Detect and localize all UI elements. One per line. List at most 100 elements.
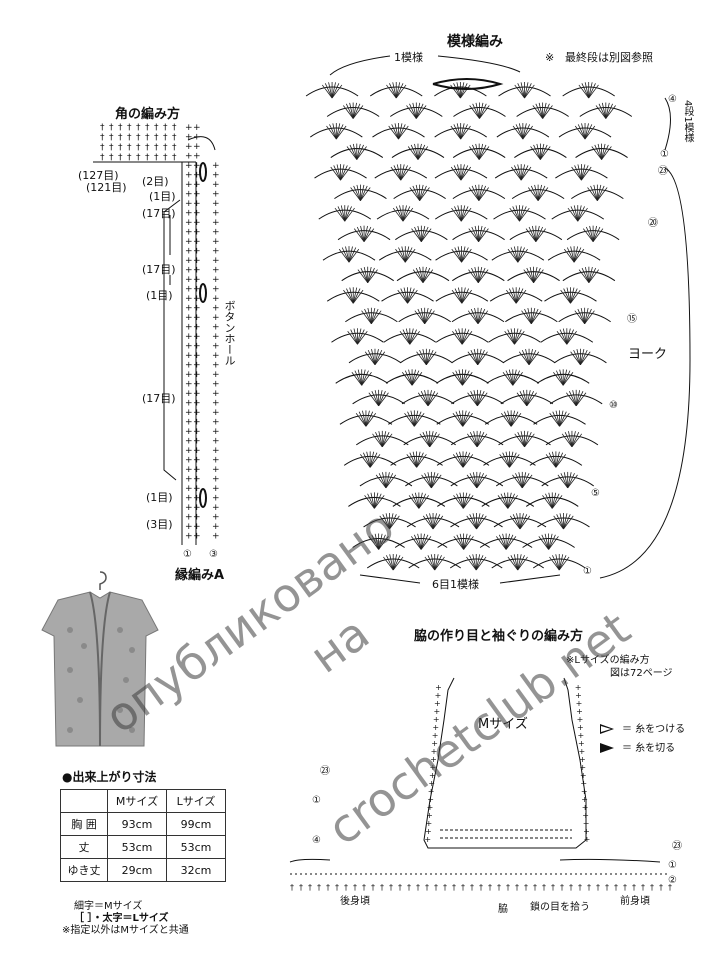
stitch-mark (424, 556, 436, 571)
stitch-symbol: † (118, 133, 123, 143)
stitch-mark (510, 555, 519, 571)
stitch-mark (415, 105, 427, 119)
stitch-symbol: + (185, 133, 193, 143)
stitch-mark (407, 411, 415, 427)
stitch-mark (378, 473, 387, 489)
stitch-mark (511, 166, 522, 181)
stitch-mark (399, 330, 411, 345)
stitch-symbol: + (212, 190, 220, 200)
stitch-symbol: + (185, 503, 193, 513)
stitch-mark (356, 226, 365, 242)
stitch-symbol: + (193, 323, 201, 333)
stitch-mark (461, 330, 473, 345)
stitch-mark (510, 247, 519, 263)
stitch-mark (374, 390, 380, 406)
corner-label: (17目) (142, 207, 176, 220)
stitch-symbol: † (452, 883, 456, 892)
row-label: ⑤ (591, 488, 600, 499)
stitch-symbol: + (212, 313, 220, 323)
stitch-mark (407, 288, 415, 304)
stitch-mark (411, 372, 423, 386)
stitch-symbol: + (212, 218, 220, 228)
side-label: 脇 (498, 904, 508, 915)
stitch-mark (382, 514, 390, 530)
stitch-mark (563, 248, 575, 263)
stitch-mark (573, 247, 582, 263)
stitch-mark (584, 125, 596, 140)
stitch-symbol: † (118, 153, 123, 163)
stitch-mark (370, 307, 376, 324)
stitch-symbol: + (185, 389, 193, 399)
stitch-mark (413, 534, 422, 550)
stitch-mark (577, 206, 585, 222)
stitch-symbol: + (185, 190, 193, 200)
stitch-mark (392, 556, 404, 571)
stitch-symbol: + (212, 304, 220, 314)
stitch-symbol: + (193, 285, 201, 295)
stitch-mark (588, 267, 597, 283)
stitch-mark (519, 514, 528, 530)
stitch-symbol: † (407, 883, 411, 892)
stitch-symbol: + (426, 811, 433, 820)
corner-label: (17目) (142, 392, 176, 405)
stitch-symbol: + (577, 723, 584, 732)
stitch-mark (531, 225, 537, 242)
stitch-mark (355, 413, 367, 427)
stitch-symbol: + (212, 323, 220, 333)
corner-label: (1目) (146, 491, 173, 504)
stitch-symbol: + (212, 332, 220, 342)
stitch-mark (537, 187, 549, 201)
stitch-mark (381, 432, 390, 448)
stitch-mark (476, 473, 484, 489)
stitch-mark (389, 513, 394, 530)
stitch-mark (409, 452, 417, 468)
stitch-symbol: † (380, 883, 384, 892)
table-row: ゆき丈 29cm 32cm (60, 858, 226, 882)
stitch-mark (548, 536, 559, 550)
stitch-mark (389, 515, 400, 530)
stitch-symbol: + (193, 408, 201, 418)
stitch-symbol: + (424, 835, 431, 844)
stitch-mark (419, 184, 424, 201)
stitch-mark (420, 534, 429, 550)
stitch-mark (592, 228, 604, 242)
stitch-mark (562, 372, 574, 386)
stitch-symbol: + (193, 418, 201, 428)
stitch-mark (573, 349, 581, 365)
stitch-symbol: + (578, 747, 585, 756)
stitch-mark (530, 146, 541, 160)
stitch-symbol: + (193, 465, 201, 475)
stitch-symbol: + (431, 739, 438, 748)
stitch-mark (374, 349, 383, 365)
stitch-mark (502, 452, 510, 468)
stitch-mark (459, 451, 464, 468)
stitch-mark (367, 267, 375, 283)
stitch-symbol: + (212, 427, 220, 437)
stitch-mark (520, 166, 532, 181)
stitch-mark (414, 413, 425, 427)
stitch-mark (524, 433, 535, 448)
stitch-mark (503, 492, 509, 509)
stitch-mark (534, 184, 539, 201)
stitch-mark (401, 246, 406, 263)
stitch-symbol: † (109, 153, 114, 163)
stitch-symbol: † (353, 883, 357, 892)
stitch-symbol: + (212, 228, 220, 238)
stitch-symbol: † (578, 883, 582, 892)
stitch-mark (455, 370, 463, 386)
stitch-mark (402, 329, 411, 345)
stitch-mark (500, 493, 509, 509)
stitch-mark (404, 370, 413, 386)
stitch-mark (521, 310, 532, 324)
stitch-mark (340, 205, 346, 222)
stitch-mark (413, 410, 419, 427)
stitch-mark (375, 432, 383, 448)
stitch-mark (477, 266, 483, 283)
stitch-mark (462, 452, 471, 468)
stitch-symbol: + (578, 739, 585, 748)
stitch-mark (461, 328, 467, 345)
stitch-mark (406, 105, 417, 119)
stitch-mark (360, 185, 368, 201)
stitch-mark (420, 225, 426, 242)
stitch-mark (421, 228, 432, 242)
